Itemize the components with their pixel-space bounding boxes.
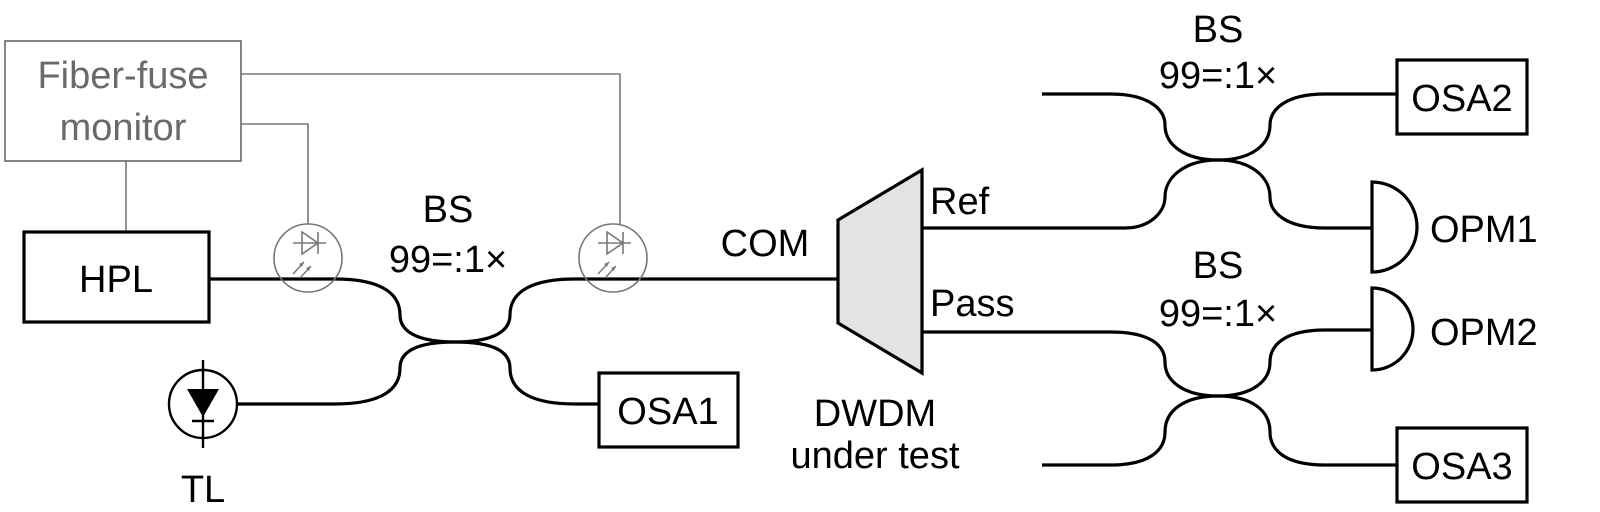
monitor-wire-right-detector: [241, 73, 621, 224]
opm1: OPM1: [1370, 180, 1538, 274]
opm2: OPM2: [1370, 286, 1538, 372]
coupler-3-lower-arm: [1042, 394, 1397, 467]
dwdm-shape: [836, 167, 924, 376]
coupler-2-name: BS: [1193, 9, 1244, 51]
laser-diode-icon: [167, 360, 239, 448]
coupler-1-name: BS: [423, 189, 474, 231]
photodiode-icon: [578, 223, 648, 293]
com-port-label: COM: [721, 223, 810, 265]
coupler-3-ratio: 99=:1×: [1159, 293, 1277, 335]
dwdm-under-test: DWDM under test: [791, 167, 960, 477]
fiber-fuse-monitor: Fiber-fuse monitor: [4, 40, 242, 162]
coupler-1-ratio: 99=:1×: [389, 239, 507, 281]
hpl-source: HPL: [22, 230, 211, 324]
tl-label: TL: [181, 469, 225, 511]
hpl-box: [22, 230, 211, 324]
coupler-1-lower-arm: [334, 340, 576, 406]
osa1: OSA1: [597, 371, 740, 449]
photodiode-icon: [273, 223, 343, 293]
osa3-box: [1395, 426, 1529, 504]
coupler-2-ratio: 99=:1×: [1159, 55, 1277, 97]
osa1-box: [597, 371, 740, 449]
pass-port-label: Pass: [930, 283, 1014, 325]
dwdm-label-2: under test: [791, 435, 960, 477]
fiber-fuse-monitor-label-2: monitor: [60, 107, 187, 149]
power-meter-icon: [1370, 180, 1419, 274]
coupler-3-name: BS: [1193, 245, 1244, 287]
dwdm-label-1: DWDM: [814, 393, 936, 435]
fiber-fuse-monitor-label-1: Fiber-fuse: [37, 55, 208, 97]
coupler-2: BS 99=:1×: [1042, 9, 1397, 230]
power-meter-icon: [1370, 286, 1415, 372]
coupler-3-upper-arm: [1095, 328, 1372, 398]
osa3: OSA3: [1395, 426, 1529, 504]
opm2-label: OPM2: [1430, 312, 1538, 354]
opm1-label: OPM1: [1430, 209, 1538, 251]
monitor-wire-left-detector: [241, 123, 309, 224]
hpl-label: HPL: [79, 259, 153, 301]
ref-port-label: Ref: [930, 181, 990, 223]
coupler-2-upper-arm: [1042, 92, 1397, 162]
osa1-label: OSA1: [617, 391, 718, 433]
osa3-label: OSA3: [1411, 446, 1512, 488]
coupler-3: BS 99=:1×: [1042, 245, 1397, 467]
coupler-1-upper-arm: [334, 277, 576, 344]
osa2-label: OSA2: [1411, 78, 1512, 120]
tl-source: TL: [167, 360, 239, 511]
fiber-fuse-monitor-box: [4, 40, 242, 162]
coupler-1: BS 99=:1×: [334, 189, 576, 406]
osa2-box: [1395, 58, 1529, 136]
coupler-2-lower-arm: [1124, 158, 1372, 230]
osa2: OSA2: [1395, 58, 1529, 136]
